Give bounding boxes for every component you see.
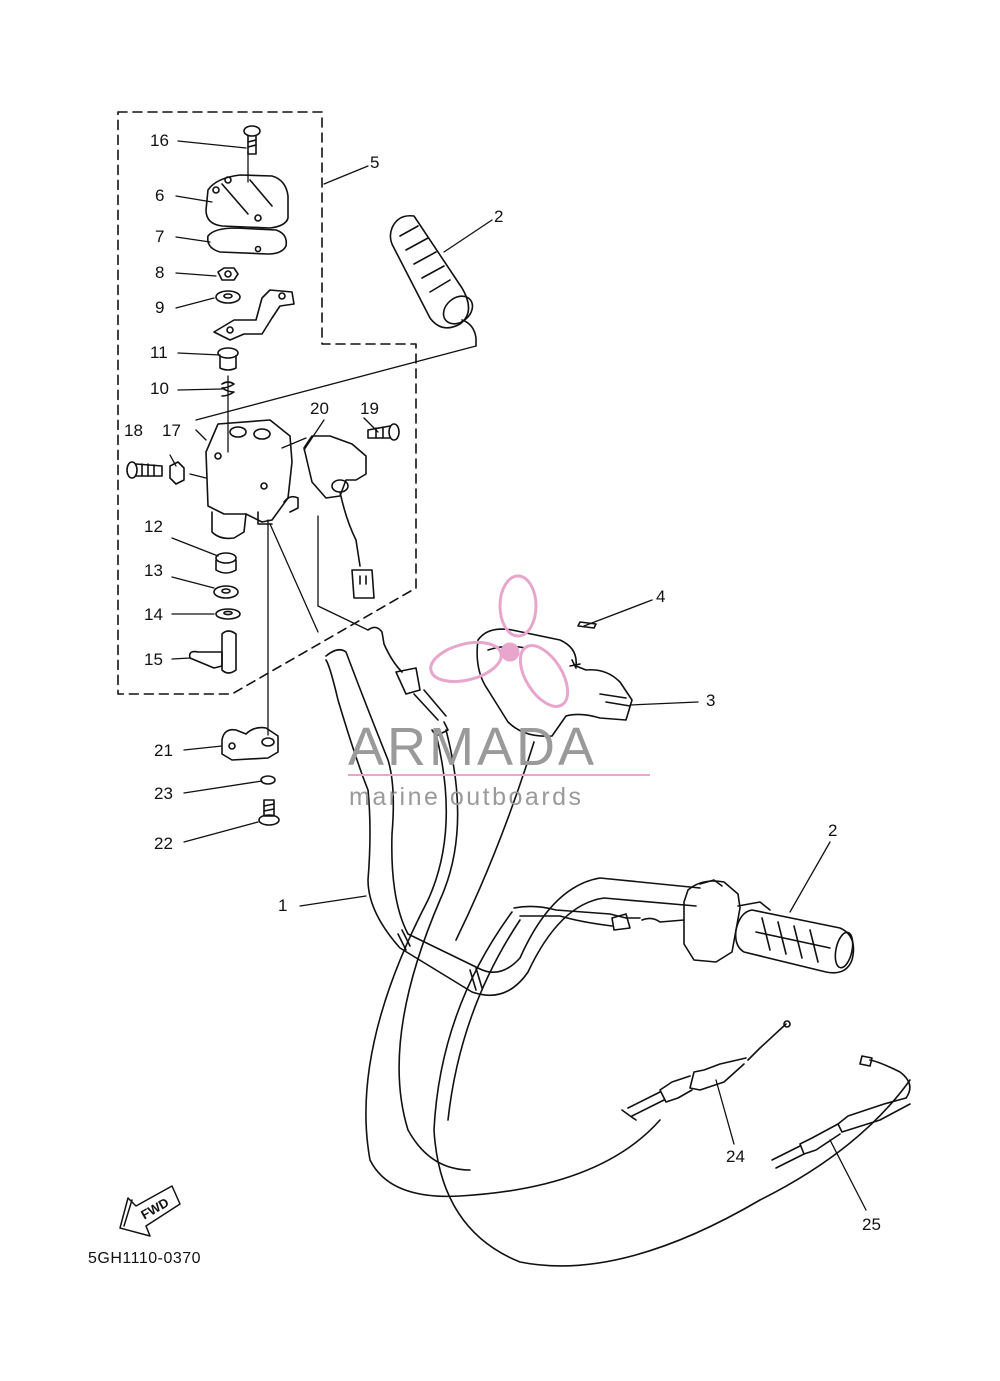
watermark-tagline: marine outboards — [349, 783, 584, 811]
callout-6: 6 — [155, 186, 165, 205]
part-8-nut — [217, 267, 239, 281]
callout-23: 23 — [154, 784, 173, 803]
part-2-grip-right — [734, 909, 855, 974]
callout-16: 16 — [150, 131, 169, 150]
callout-12: 12 — [144, 517, 163, 536]
part-12-collar — [215, 552, 237, 574]
callout-18: 18 — [124, 421, 143, 440]
watermark-rule — [348, 774, 650, 776]
watermark-brand: ARMADA — [348, 717, 598, 777]
throttle-assembly — [513, 879, 771, 963]
part-1-handlebar — [325, 648, 701, 996]
part-19-screw — [367, 423, 400, 441]
callout-15: 15 — [144, 650, 163, 669]
leader-lines — [169, 140, 867, 1211]
throttle-cable — [365, 626, 661, 1198]
part-18-bolt — [126, 461, 163, 479]
part-14-washer — [215, 608, 241, 620]
part-23-washer — [260, 775, 276, 785]
part-6-cover — [205, 174, 289, 229]
callout-21: 21 — [154, 741, 173, 760]
assembly-dashed-outline — [117, 111, 417, 695]
part-11-collar — [217, 347, 239, 371]
fwd-arrow-icon — [119, 1185, 181, 1237]
part-20-switch — [303, 435, 375, 599]
callout-3: 3 — [706, 691, 716, 710]
part-10-spring — [221, 381, 235, 397]
part-22-bolt — [258, 799, 280, 826]
part-17-nut — [169, 461, 185, 485]
part-25-cable — [771, 1055, 911, 1169]
lever-bracket — [213, 289, 295, 341]
part-24-cable — [621, 1020, 791, 1121]
part-2-grip-top — [389, 214, 477, 347]
part-13-washer — [213, 585, 239, 599]
callout-5: 5 — [370, 153, 380, 172]
callout-9: 9 — [155, 298, 165, 317]
diagram-code: 5GH1110-0370 — [88, 1250, 202, 1267]
switch-housing — [205, 419, 299, 540]
part-21-holder — [221, 726, 279, 761]
part-7-gasket — [206, 227, 288, 255]
callout-22: 22 — [154, 834, 173, 853]
callout-2-right: 2 — [828, 821, 838, 840]
callout-17: 17 — [162, 421, 181, 440]
callout-10: 10 — [150, 379, 169, 398]
part-9-washer — [215, 290, 241, 304]
long-cable-loop — [433, 741, 911, 1267]
callout-13: 13 — [144, 561, 163, 580]
callout-1: 1 — [278, 896, 288, 915]
callout-25: 25 — [862, 1215, 881, 1234]
part-16-screw — [243, 125, 261, 155]
callout-14: 14 — [144, 605, 163, 624]
callout-24: 24 — [726, 1147, 745, 1166]
callout-7: 7 — [155, 227, 165, 246]
callout-8: 8 — [155, 263, 165, 282]
callout-19: 19 — [360, 399, 379, 418]
callout-11: 11 — [150, 343, 168, 362]
callout-4: 4 — [656, 587, 666, 606]
callout-2-top: 2 — [494, 207, 504, 226]
callout-20: 20 — [310, 399, 329, 418]
propeller-logo-icon — [429, 574, 570, 708]
part-15-lever — [188, 630, 237, 674]
part-4-plate — [577, 621, 597, 629]
